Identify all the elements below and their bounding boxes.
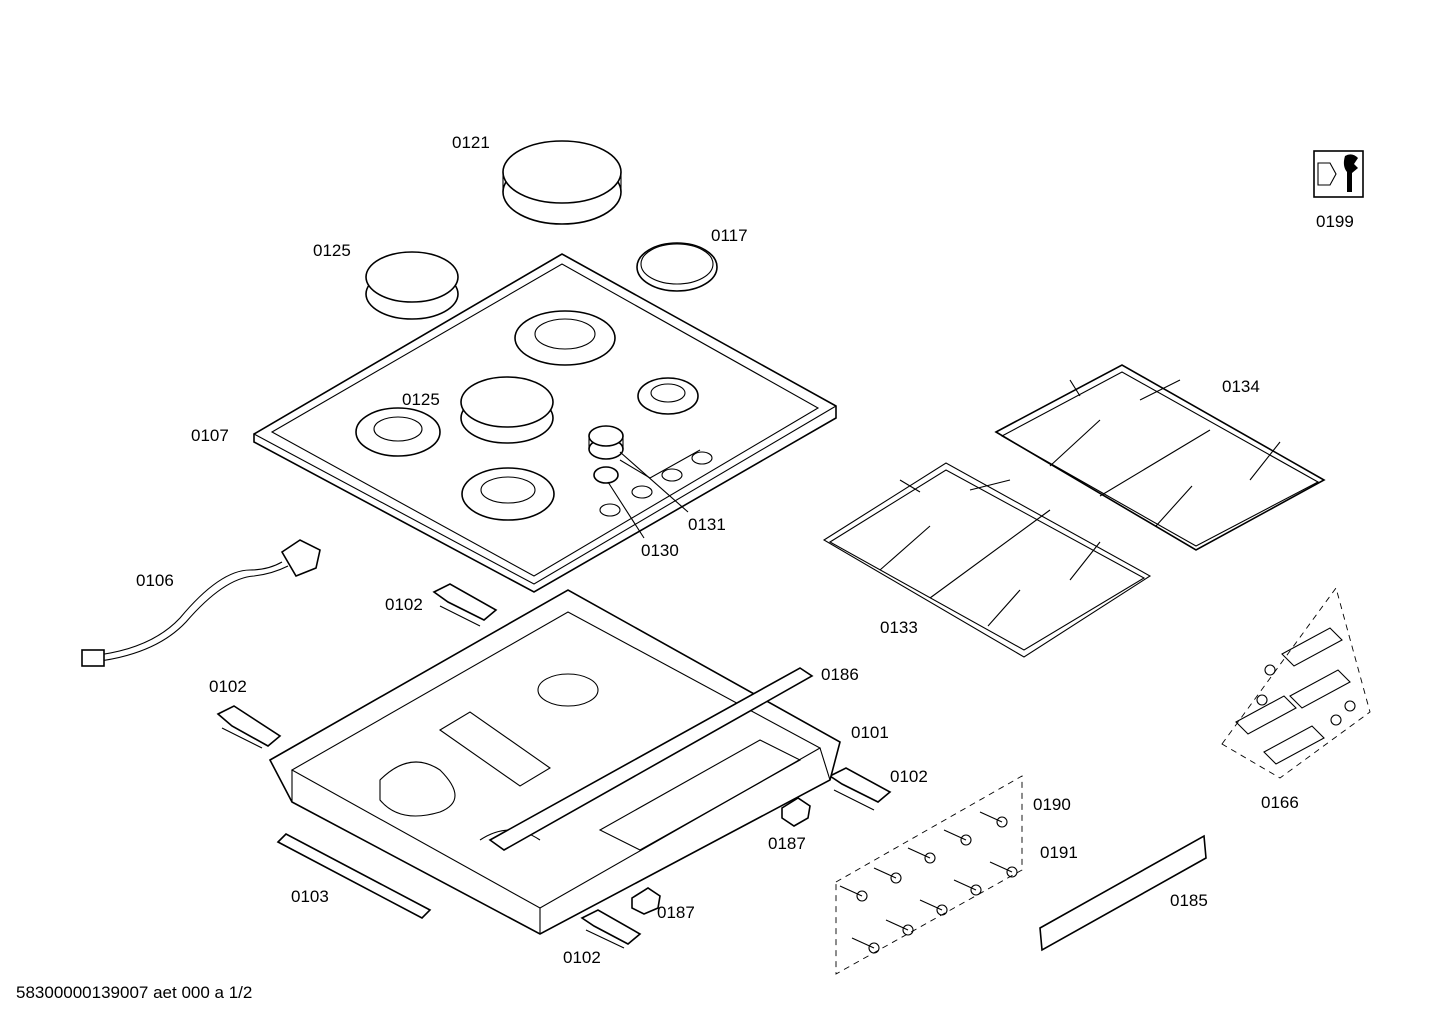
seal-strip[interactable]	[276, 833, 432, 919]
label-0101: 0101	[851, 723, 889, 742]
burner-cap-small[interactable]	[636, 242, 718, 292]
label-0191: 0191	[1040, 843, 1078, 862]
label-0134: 0134	[1222, 377, 1260, 396]
label-0187-right: 0187	[768, 834, 806, 853]
label-0186: 0186	[821, 665, 859, 684]
document-id-footer: 58300000139007 aet 000 a 1/2	[16, 983, 252, 1002]
support-strip[interactable]	[488, 667, 814, 851]
pan-support-right[interactable]	[994, 364, 1326, 551]
bracket-set[interactable]	[1221, 586, 1371, 779]
power-cord[interactable]	[81, 539, 321, 667]
label-0107: 0107	[191, 426, 229, 445]
service-wrench-icon[interactable]	[1313, 150, 1364, 198]
bracket-d[interactable]	[580, 909, 642, 949]
label-0102-left: 0102	[209, 677, 247, 696]
hob-top-plate[interactable]	[253, 253, 837, 593]
label-0125-cap: 0125	[313, 241, 351, 260]
label-0106: 0106	[136, 571, 174, 590]
label-0199: 0199	[1316, 212, 1354, 231]
control-knob[interactable]	[588, 425, 689, 513]
burner-cap-large[interactable]	[502, 140, 622, 225]
bracket-b[interactable]	[216, 705, 282, 749]
label-0190: 0190	[1033, 795, 1071, 814]
label-0102-bottom: 0102	[563, 948, 601, 967]
label-0166: 0166	[1261, 793, 1299, 812]
label-0133: 0133	[880, 618, 918, 637]
label-0125-plate: 0125	[402, 390, 440, 409]
label-0103: 0103	[291, 887, 329, 906]
label-0102-top: 0102	[385, 595, 423, 614]
knob-seal[interactable]	[593, 466, 645, 539]
label-0187-bottom: 0187	[657, 903, 695, 922]
label-0121: 0121	[452, 133, 490, 152]
label-0131: 0131	[688, 515, 726, 534]
pan-support-left[interactable]	[822, 462, 1152, 658]
burner-cap-medium-a[interactable]	[365, 251, 459, 320]
label-0102-right: 0102	[890, 767, 928, 786]
bottom-tray[interactable]	[268, 589, 841, 935]
bracket-c[interactable]	[828, 767, 892, 811]
screw-set[interactable]	[835, 775, 1023, 975]
label-0117: 0117	[711, 226, 748, 245]
label-0130: 0130	[641, 541, 679, 560]
label-0185: 0185	[1170, 891, 1208, 910]
rating-label-strip[interactable]	[1039, 834, 1207, 952]
clip-a[interactable]	[781, 797, 811, 827]
clip-b[interactable]	[631, 887, 661, 915]
bracket-a[interactable]	[432, 583, 498, 627]
